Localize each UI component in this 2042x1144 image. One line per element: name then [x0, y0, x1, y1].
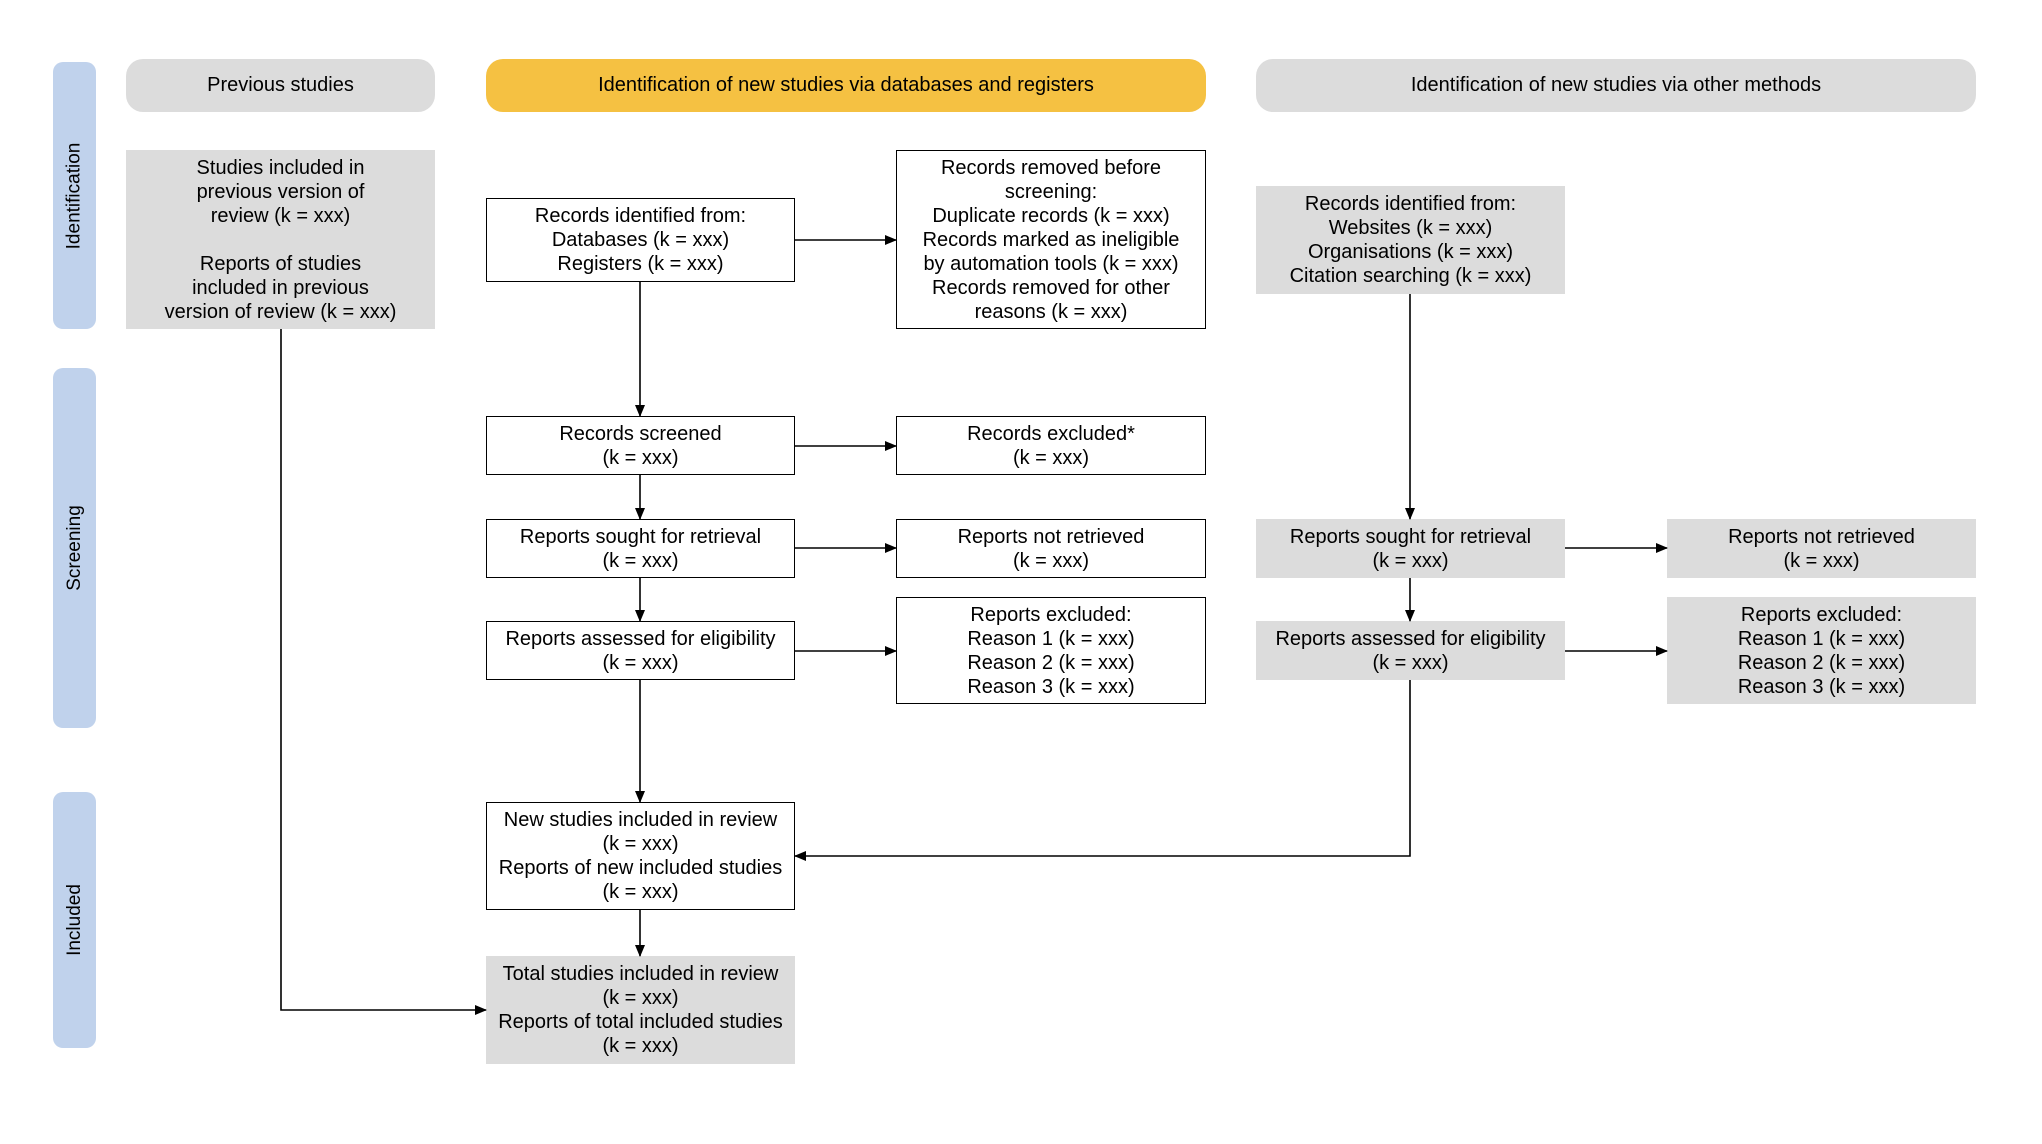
- reports-assessed-databases-box: Reports assessed for eligibility (k = xx…: [486, 621, 795, 680]
- reports-sought-databases-box: Reports sought for retrieval (k = xxx): [486, 519, 795, 578]
- arrow-previous-to-total: [280, 329, 487, 1015]
- box-line: (k = xxx): [1012, 446, 1090, 469]
- box-line: Reports assessed for eligibility: [505, 627, 776, 650]
- box-line: (k = xxx): [602, 1035, 679, 1057]
- reports-sought-other-box: Reports sought for retrieval (k = xxx): [1256, 519, 1565, 578]
- box-line: screening:: [1004, 180, 1098, 203]
- box-line: Reason 1 (k = xxx): [1737, 627, 1906, 650]
- box-line: (k = xxx): [602, 833, 679, 855]
- previous-reports-line: version of review (k = xxx): [164, 300, 397, 323]
- phase-label-screening: Screening: [53, 368, 96, 728]
- header-previous-studies-text: Previous studies: [207, 74, 354, 96]
- reports-assessed-other-box: Reports assessed for eligibility (k = xx…: [1256, 621, 1565, 680]
- header-other-methods-text: Identification of new studies via other …: [1410, 74, 1822, 96]
- reports-not-retrieved-databases-box: Reports not retrieved (k = xxx): [896, 519, 1206, 578]
- box-line: Records excluded*: [967, 422, 1135, 445]
- box-line: Reports not retrieved: [1728, 525, 1915, 548]
- box-line: Reason 3 (k = xxx): [967, 675, 1135, 698]
- box-line: Records removed for other: [932, 276, 1170, 299]
- box-line: Records identified from:: [534, 205, 747, 227]
- box-line: (k = xxx): [1012, 549, 1090, 572]
- records-identified-other-box: Records identified from: Websites (k = x…: [1256, 186, 1565, 294]
- new-studies-included-box: New studies included in review (k = xxx)…: [486, 802, 795, 910]
- previous-reports-line: included in previous: [192, 276, 369, 299]
- box-line: (k = xxx): [1372, 651, 1449, 674]
- reports-excluded-databases-box: Reports excluded: Reason 1 (k = xxx) Rea…: [896, 597, 1206, 704]
- box-line: Reason 2 (k = xxx): [1737, 651, 1906, 674]
- box-line: (k = xxx): [602, 881, 679, 903]
- reports-excluded-other-box: Reports excluded: Reason 1 (k = xxx) Rea…: [1667, 597, 1976, 704]
- records-identified-databases-box: Records identified from: Databases (k = …: [486, 198, 795, 282]
- box-line: (k = xxx): [1783, 549, 1860, 572]
- box-line: Reports not retrieved: [957, 525, 1145, 548]
- box-line: Records marked as ineligible: [922, 228, 1180, 251]
- phase-label-included: Included: [53, 792, 96, 1048]
- box-line: Records identified from:: [1304, 193, 1517, 215]
- box-line: (k = xxx): [602, 651, 679, 674]
- phase-label-identification: Identification: [53, 62, 96, 329]
- header-other-methods: Identification of new studies via other …: [1256, 59, 1976, 112]
- total-studies-included-box: Total studies included in review (k = xx…: [486, 956, 795, 1064]
- box-line: Citation searching (k = xxx): [1289, 265, 1532, 287]
- arrow-other-assessed-to-new-included: [794, 680, 1411, 861]
- header-previous-studies: Previous studies: [126, 59, 435, 112]
- previous-studies-box: Studies included in previous version of …: [126, 150, 435, 329]
- box-line: Websites (k = xxx): [1328, 217, 1493, 239]
- previous-studies-line: previous version of: [196, 180, 365, 203]
- box-line: Reports excluded:: [970, 603, 1132, 626]
- records-removed-box: Records removed before screening: Duplic…: [896, 150, 1206, 329]
- box-line: by automation tools (k = xxx): [923, 252, 1179, 275]
- box-line: Reports assessed for eligibility: [1275, 627, 1546, 650]
- box-line: Reports excluded:: [1740, 603, 1903, 626]
- box-line: Records removed before: [940, 156, 1162, 179]
- box-line: (k = xxx): [602, 446, 679, 469]
- box-line: Reports sought for retrieval: [519, 525, 762, 548]
- header-databases-registers: Identification of new studies via databa…: [486, 59, 1206, 112]
- box-line: Reports of new included studies: [498, 857, 783, 879]
- reports-not-retrieved-other-box: Reports not retrieved (k = xxx): [1667, 519, 1976, 578]
- box-line: Reason 3 (k = xxx): [1737, 675, 1906, 698]
- box-line: (k = xxx): [602, 549, 679, 572]
- records-screened-box: Records screened (k = xxx): [486, 416, 795, 475]
- box-line: Organisations (k = xxx): [1307, 241, 1514, 263]
- box-line: Databases (k = xxx): [551, 229, 730, 251]
- box-line: Records screened: [559, 422, 722, 445]
- box-line: Reports sought for retrieval: [1289, 525, 1532, 548]
- box-line: Reason 2 (k = xxx): [967, 651, 1135, 674]
- header-databases-registers-text: Identification of new studies via databa…: [598, 74, 1094, 96]
- box-line: Reports of total included studies: [498, 1011, 783, 1033]
- box-line: (k = xxx): [602, 987, 679, 1009]
- box-line: Duplicate records (k = xxx): [932, 204, 1170, 227]
- previous-reports-line: Reports of studies: [199, 252, 362, 275]
- records-excluded-box: Records excluded* (k = xxx): [896, 416, 1206, 475]
- box-line: New studies included in review: [503, 809, 778, 831]
- box-line: (k = xxx): [1372, 549, 1449, 572]
- box-line: reasons (k = xxx): [974, 300, 1128, 323]
- box-line: Registers (k = xxx): [557, 253, 724, 275]
- box-line: Total studies included in review: [502, 963, 779, 985]
- box-line: Reason 1 (k = xxx): [967, 627, 1135, 650]
- previous-studies-line: Studies included in: [196, 156, 365, 179]
- previous-studies-line: review (k = xxx): [210, 204, 351, 227]
